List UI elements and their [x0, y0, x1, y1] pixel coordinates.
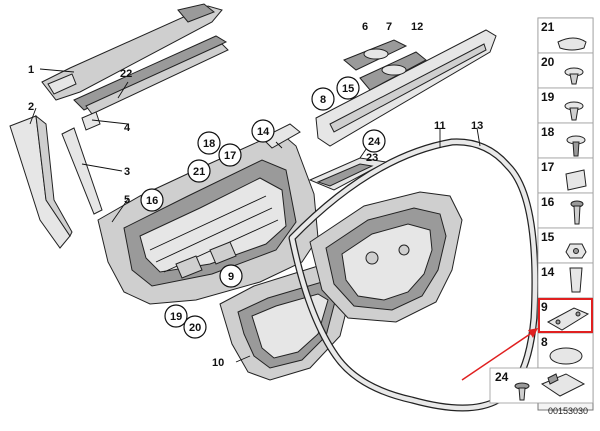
svg-text:15: 15	[541, 230, 555, 244]
callout-21: 21	[193, 166, 205, 178]
callout-10: 10	[212, 357, 224, 369]
svg-text:24: 24	[495, 370, 509, 384]
part-tailgate-frame	[309, 191, 463, 323]
panel-cell-16[interactable]: 16	[537, 192, 594, 229]
panel-cell-8[interactable]: 8	[537, 332, 594, 369]
part-trim-strip	[73, 35, 229, 115]
part-lamp-unit-6	[343, 39, 408, 71]
callout-19: 19	[170, 311, 182, 323]
svg-text:8: 8	[541, 335, 548, 349]
callout-6: 6	[362, 21, 368, 33]
panel-cell-19[interactable]: 19	[537, 87, 594, 124]
callout-18: 18	[203, 138, 215, 150]
highlight-frame	[538, 298, 593, 333]
part-tailgate-seal	[288, 138, 539, 412]
callout-7: 7	[386, 21, 392, 33]
panel-cell-9[interactable]: 9	[537, 297, 594, 334]
panel-cell-20[interactable]: 20	[537, 52, 594, 89]
svg-text:16: 16	[541, 195, 555, 209]
part-license-light-bar	[315, 29, 497, 147]
callout-4: 4	[124, 122, 131, 134]
callout-16: 16	[146, 195, 158, 207]
part-tailgate-trim-panel	[97, 133, 319, 305]
callout-labels: 1 2 22 4 3 5 16 18 21 17 14 6 7 12 8 15 …	[28, 21, 483, 369]
callout-20: 20	[189, 322, 201, 334]
callout-12: 12	[411, 21, 423, 33]
callout-24: 24	[368, 136, 381, 148]
part-column-trim	[9, 114, 73, 249]
panel-cell-14[interactable]: 14	[537, 262, 594, 299]
panel-cell-21[interactable]: 21	[537, 17, 594, 54]
callout-9: 9	[228, 271, 234, 283]
callout-11: 11	[434, 120, 446, 132]
callout-13: 13	[471, 120, 483, 132]
svg-text:18: 18	[541, 125, 555, 139]
part-upper-trim-rail	[261, 123, 301, 149]
panel-cell-17[interactable]: 17	[537, 157, 594, 194]
callout-23: 23	[366, 152, 378, 164]
callout-15: 15	[342, 83, 354, 95]
svg-text:21: 21	[541, 20, 555, 34]
callout-2: 2	[28, 101, 34, 113]
highlight-arrow	[461, 328, 538, 381]
part-lamp-unit-7	[359, 51, 427, 91]
svg-text:9: 9	[541, 300, 548, 314]
callout-14: 14	[257, 126, 270, 138]
svg-text:14: 14	[541, 265, 555, 279]
callout-1: 1	[28, 64, 34, 76]
callout-8: 8	[320, 94, 326, 106]
svg-text:17: 17	[541, 160, 555, 174]
callout-22: 22	[120, 68, 132, 80]
callout-5: 5	[124, 194, 130, 206]
part-side-trim	[61, 127, 103, 215]
panel-cell-24[interactable]: 24	[489, 367, 594, 404]
small-parts-panel: 21 20 19 18 17	[489, 17, 594, 416]
panel-cell-15[interactable]: 15	[537, 227, 594, 264]
part-grip-handle	[308, 157, 388, 191]
part-holder	[81, 111, 101, 131]
doc-id: 00153030	[548, 406, 588, 416]
leader-lines	[29, 68, 481, 363]
callout-17: 17	[224, 150, 236, 162]
callout-3: 3	[124, 166, 130, 178]
svg-text:19: 19	[541, 90, 555, 104]
panel-cell-18[interactable]: 18	[537, 122, 594, 159]
svg-text:20: 20	[541, 55, 555, 69]
part-spoiler-trim	[41, 3, 223, 101]
